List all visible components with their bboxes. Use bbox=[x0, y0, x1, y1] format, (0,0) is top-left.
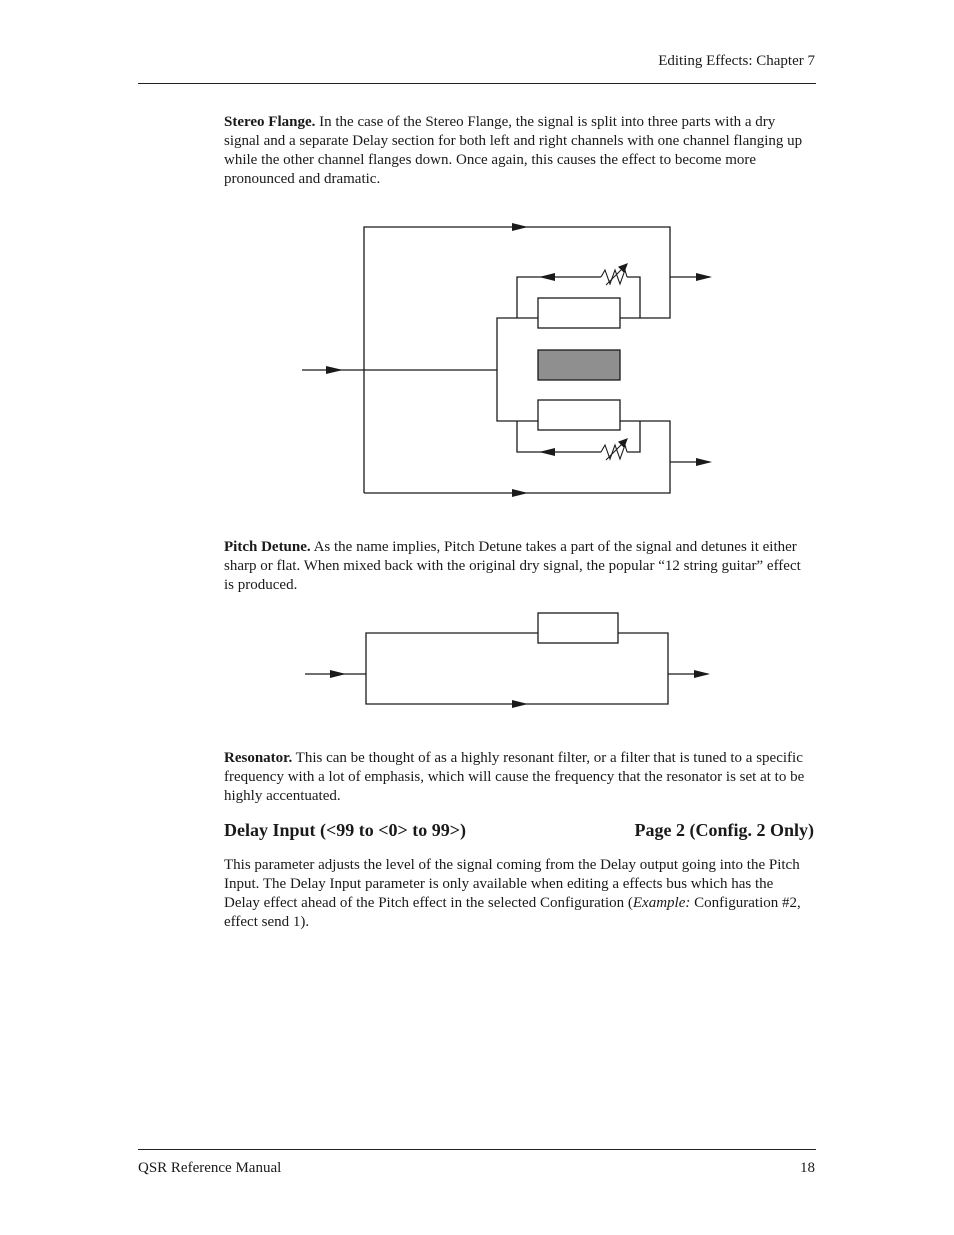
stereo-flange-text: In the case of the Stereo Flange, the si… bbox=[224, 114, 803, 187]
delay-input-heading: Delay Input (<99 to <0> to 99>) Page 2 (… bbox=[224, 820, 814, 841]
footer-manual-title: QSR Reference Manual bbox=[138, 1160, 282, 1176]
example-label: Example: bbox=[632, 895, 691, 911]
resonator-text: This can be thought of as a highly reson… bbox=[224, 750, 805, 804]
delay-input-text-before: This parameter adjusts the level of the … bbox=[224, 857, 800, 911]
stereo-flange-term: Stereo Flange. bbox=[224, 114, 316, 130]
header-rule bbox=[138, 83, 816, 84]
page-reference: Page 2 (Config. 2 Only) bbox=[634, 820, 815, 840]
footer-page-number: 18 bbox=[800, 1160, 815, 1176]
footer-rule bbox=[138, 1149, 816, 1150]
stereo-flange-paragraph: Stereo Flange. In the case of the Stereo… bbox=[224, 113, 809, 189]
pitch-detune-term: Pitch Detune. bbox=[224, 539, 311, 555]
running-header: Editing Effects: Chapter 7 bbox=[658, 53, 815, 69]
pitch-detune-diagram bbox=[305, 612, 710, 708]
pitch-detune-text: As the name implies, Pitch Detune takes … bbox=[224, 539, 801, 593]
delay-input-paragraph: This parameter adjusts the level of the … bbox=[224, 856, 809, 932]
delay-input-title: Delay Input (<99 to <0> to 99>) bbox=[224, 820, 467, 840]
resonator-paragraph: Resonator. This can be thought of as a h… bbox=[224, 749, 809, 806]
delay-input-text-after: Configuration #2, effect send 1). bbox=[224, 895, 801, 930]
resonator-term: Resonator. bbox=[224, 750, 293, 766]
stereo-flange-diagram bbox=[302, 223, 712, 497]
pitch-detune-paragraph: Pitch Detune. As the name implies, Pitch… bbox=[224, 538, 809, 595]
